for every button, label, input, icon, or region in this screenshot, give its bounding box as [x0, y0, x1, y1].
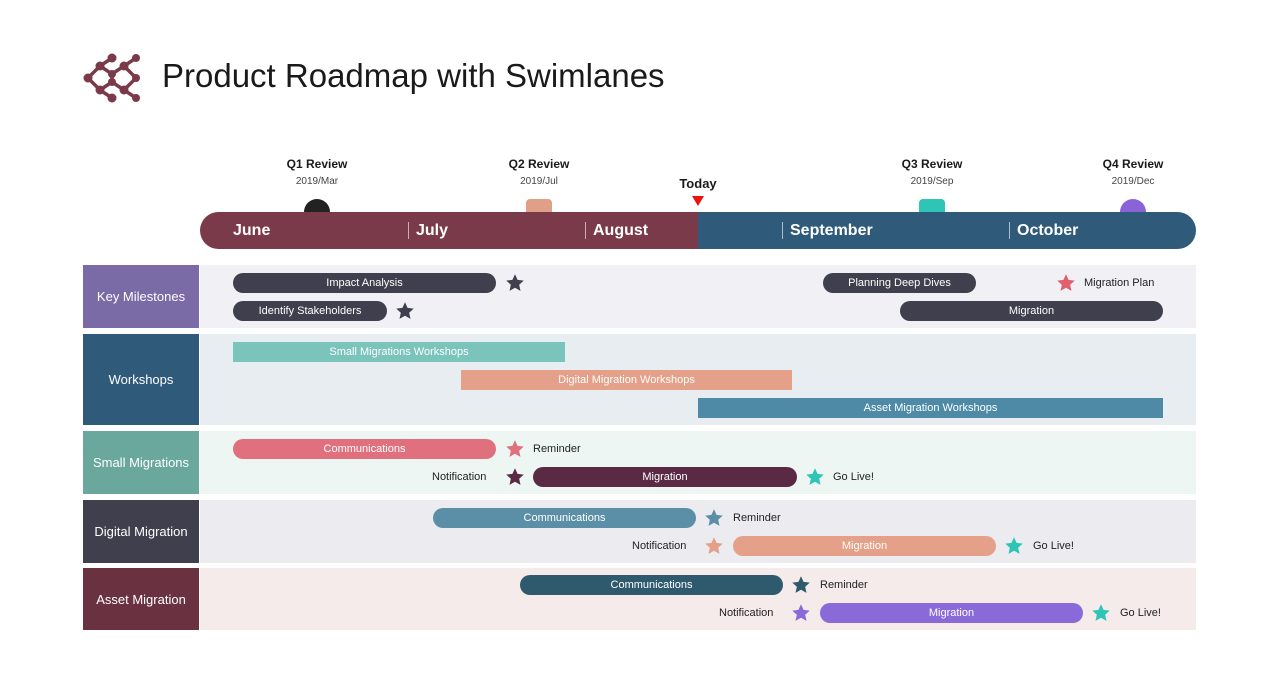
bar-migration[interactable]: Migration	[733, 536, 996, 556]
roadmap-logo-icon	[83, 53, 140, 103]
milestone-label-go-live: Go Live!	[833, 471, 874, 483]
page-title: Product Roadmap with Swimlanes	[162, 57, 665, 94]
bar-communications[interactable]: Communications	[233, 439, 496, 459]
milestone-label-reminder: Reminder	[533, 443, 581, 455]
milestone-label-migration-plan: Migration Plan	[1084, 277, 1155, 289]
month-divider	[1009, 222, 1010, 239]
bar-migration[interactable]: Migration	[900, 301, 1163, 321]
milestone-q1-date: 2019/Mar	[295, 176, 339, 187]
milestone-q2-date: 2019/Jul	[520, 176, 558, 187]
milestone-label-reminder: Reminder	[733, 512, 781, 524]
today-label: Today	[679, 176, 717, 191]
star-icon[interactable]	[505, 467, 525, 487]
milestone-q3-title: Q3 Review	[901, 157, 963, 171]
star-icon[interactable]	[1091, 603, 1111, 623]
lane-digital-migration	[200, 500, 1196, 563]
lane-label-asset-migration: Asset Migration	[83, 568, 199, 630]
star-icon[interactable]	[704, 508, 724, 528]
star-icon[interactable]	[395, 301, 415, 321]
bar-planning-deep-dives[interactable]: Planning Deep Dives	[823, 273, 976, 293]
star-icon[interactable]	[505, 439, 525, 459]
bar-communications[interactable]: Communications	[520, 575, 783, 595]
month-september: September	[790, 222, 873, 239]
bar-asset-migration-workshops[interactable]: Asset Migration Workshops	[698, 398, 1163, 418]
star-icon[interactable]	[505, 273, 525, 293]
timeline-bar: June July August September October	[200, 212, 1196, 249]
star-icon[interactable]	[1056, 273, 1076, 293]
bar-impact-analysis[interactable]: Impact Analysis	[233, 273, 496, 293]
today-arrow-icon	[692, 196, 704, 206]
month-august: August	[593, 222, 649, 239]
bar-digital-migration-workshops[interactable]: Digital Migration Workshops	[461, 370, 792, 390]
lane-label-workshops: Workshops	[83, 334, 199, 425]
month-divider	[408, 222, 409, 239]
milestone-label-notification: Notification	[432, 471, 487, 483]
milestone-q4-date: 2019/Dec	[1111, 176, 1155, 187]
milestone-q3-date: 2019/Sep	[910, 176, 954, 187]
star-icon[interactable]	[791, 603, 811, 623]
bar-small-migrations-workshops[interactable]: Small Migrations Workshops	[233, 342, 565, 362]
star-icon[interactable]	[791, 575, 811, 595]
month-divider	[782, 222, 783, 239]
milestone-label-reminder: Reminder	[820, 579, 868, 591]
month-divider	[585, 222, 586, 239]
milestone-q1-title: Q1 Review	[286, 157, 348, 171]
milestone-label-go-live: Go Live!	[1120, 607, 1161, 619]
month-june: June	[233, 222, 271, 239]
bar-communications[interactable]: Communications	[433, 508, 696, 528]
milestone-label-notification: Notification	[632, 540, 687, 552]
bar-migration[interactable]: Migration	[533, 467, 797, 487]
star-icon[interactable]	[805, 467, 825, 487]
milestone-q4-title: Q4 Review	[1102, 157, 1164, 171]
milestone-q2-title: Q2 Review	[508, 157, 570, 171]
bar-identify-stakeholders[interactable]: Identify Stakeholders	[233, 301, 387, 321]
bar-migration[interactable]: Migration	[820, 603, 1083, 623]
month-july: July	[416, 222, 449, 239]
star-icon[interactable]	[704, 536, 724, 556]
milestone-label-go-live: Go Live!	[1033, 540, 1074, 552]
lane-label-digital-migration: Digital Migration	[83, 500, 199, 563]
lane-label-small-migrations: Small Migrations	[83, 431, 199, 494]
lane-label-key-milestones: Key Milestones	[83, 265, 199, 328]
star-icon[interactable]	[1004, 536, 1024, 556]
month-october: October	[1017, 222, 1079, 239]
milestone-label-notification: Notification	[719, 607, 774, 619]
